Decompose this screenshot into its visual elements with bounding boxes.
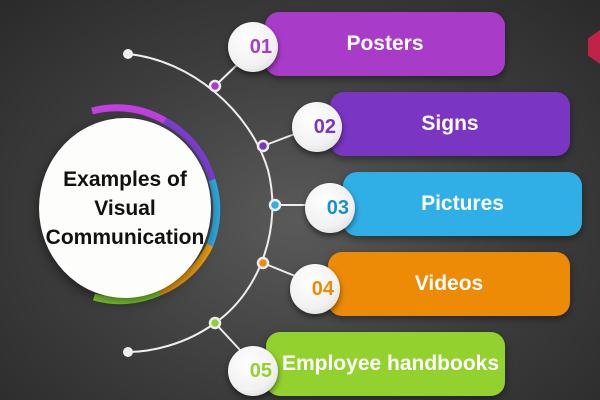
title-line-2: Visual [94,196,156,220]
arc-end-top [123,49,133,59]
title-line-3: Communication [45,225,205,249]
item-number-badge: 02 [292,102,342,152]
item-number-badge: 01 [228,22,278,72]
item-posters: Posters [265,12,505,76]
item-label: Pictures [421,192,504,215]
item-label: Signs [421,112,479,135]
center-title-circle: Examples of Visual Communication [39,118,211,298]
connector-dot [256,139,270,153]
ring-segment-1 [91,104,167,125]
item-employee-handbooks: Employee handbooks [266,332,505,396]
item-pictures: Pictures [343,172,582,236]
ring-segment-5 [93,288,162,305]
connector-dot [256,256,270,270]
connector-dot [208,79,222,93]
ring-segment-3 [206,178,221,247]
logo-hexagon [588,30,600,64]
item-label: Posters [346,32,424,55]
item-number-badge: 04 [290,264,340,314]
connector-dot [268,198,282,212]
item-number-badge: 05 [228,346,278,396]
ring-segment-4 [158,243,214,296]
item-videos: Videos [328,252,570,316]
ring-segment-2 [163,117,216,181]
item-label: Videos [414,272,484,295]
connector-dot [208,316,222,330]
item-label: Employee handbooks [281,352,500,375]
arc-end-bottom [123,347,133,357]
title-line-1: Examples of [63,167,187,191]
item-number-badge: 03 [305,183,355,233]
item-signs: Signs [330,92,570,156]
